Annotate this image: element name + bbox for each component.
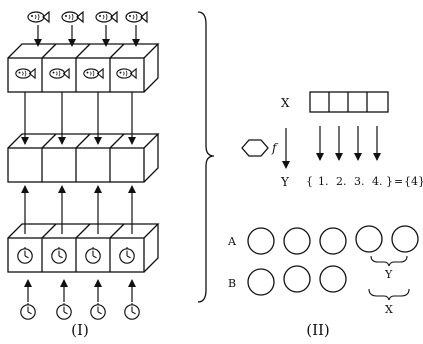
circles-row-a [248, 226, 418, 254]
brace-label-x: X [385, 303, 393, 316]
fish-icon [50, 69, 69, 78]
arrows-bottom-to-middle [25, 186, 132, 234]
caption-left: (I) [71, 321, 89, 339]
arrows-top-to-middle [25, 92, 132, 144]
clock-icon [52, 246, 66, 263]
set-value: 2. [336, 175, 347, 188]
clock-icon [21, 302, 35, 319]
clocks-below [21, 302, 139, 319]
box-row-middle [8, 134, 158, 182]
set-value: 1. [318, 175, 329, 188]
clock-icon [57, 302, 71, 319]
fish-icon [84, 69, 103, 78]
clock-icon [86, 246, 100, 263]
brace-y [371, 256, 407, 266]
set-value: 3. [354, 175, 365, 188]
fish-row-top [28, 12, 147, 22]
fish-icon [16, 69, 35, 78]
set-expression: { 1. 2. 3. 4. } = {4} [306, 175, 423, 188]
clock-icon [125, 302, 139, 319]
label-f: f [271, 141, 279, 155]
fish-icon [117, 69, 136, 78]
fish-icon [62, 12, 83, 22]
fish-arrows [38, 25, 136, 46]
part-left: (I) [8, 12, 158, 339]
set-value: 4. [372, 175, 383, 188]
clock-icon [91, 302, 105, 319]
circles-row-b [248, 266, 346, 295]
equals-sign: = [394, 175, 403, 188]
box-row-top [8, 44, 158, 92]
row-label-a: A [227, 235, 237, 248]
box-row-bottom [8, 224, 158, 272]
fish-icon [28, 12, 49, 22]
set-close: } [386, 175, 393, 188]
row-label-b: B [228, 277, 236, 290]
label-y-top: Y [280, 175, 290, 189]
clock-icon [18, 246, 32, 263]
strip-arrows [320, 126, 377, 160]
brace-label-y: Y [384, 268, 393, 281]
arrows-clocks-to-bottom [28, 280, 132, 302]
divider-brace [198, 12, 214, 302]
caption-right: (II) [306, 321, 330, 339]
fish-icon [96, 12, 117, 22]
brace-x [369, 289, 409, 300]
double-arrow-icon [242, 140, 268, 156]
clock-icon [120, 246, 134, 263]
box-strip [310, 92, 388, 112]
part-right: X f Y { 1. 2. 3. 4. } = {4} [227, 92, 423, 339]
set-open: { [306, 175, 313, 188]
fish-icon [126, 12, 147, 22]
label-x-top: X [281, 96, 290, 110]
set-result: {4} [404, 175, 423, 188]
